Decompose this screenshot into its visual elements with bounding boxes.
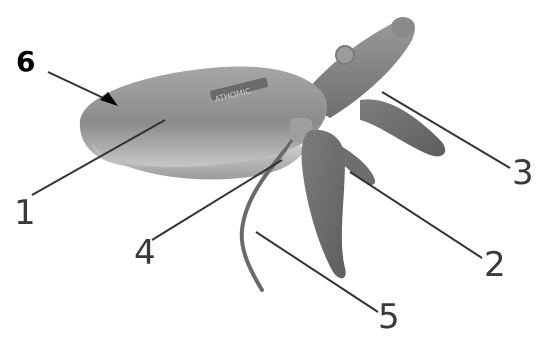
callout-4: 4 (134, 236, 156, 270)
callout-6: 6 (16, 48, 35, 76)
callout-1: 1 (14, 196, 36, 230)
rear-fin (360, 99, 445, 156)
top-tube-end (391, 17, 415, 37)
callout-5: 5 (378, 300, 400, 334)
leader-6 (48, 72, 112, 102)
tube-button (336, 46, 354, 64)
callout-3: 3 (512, 156, 534, 190)
callout-2: 2 (484, 248, 506, 282)
leader-2 (350, 172, 482, 258)
leader-5 (256, 232, 378, 312)
